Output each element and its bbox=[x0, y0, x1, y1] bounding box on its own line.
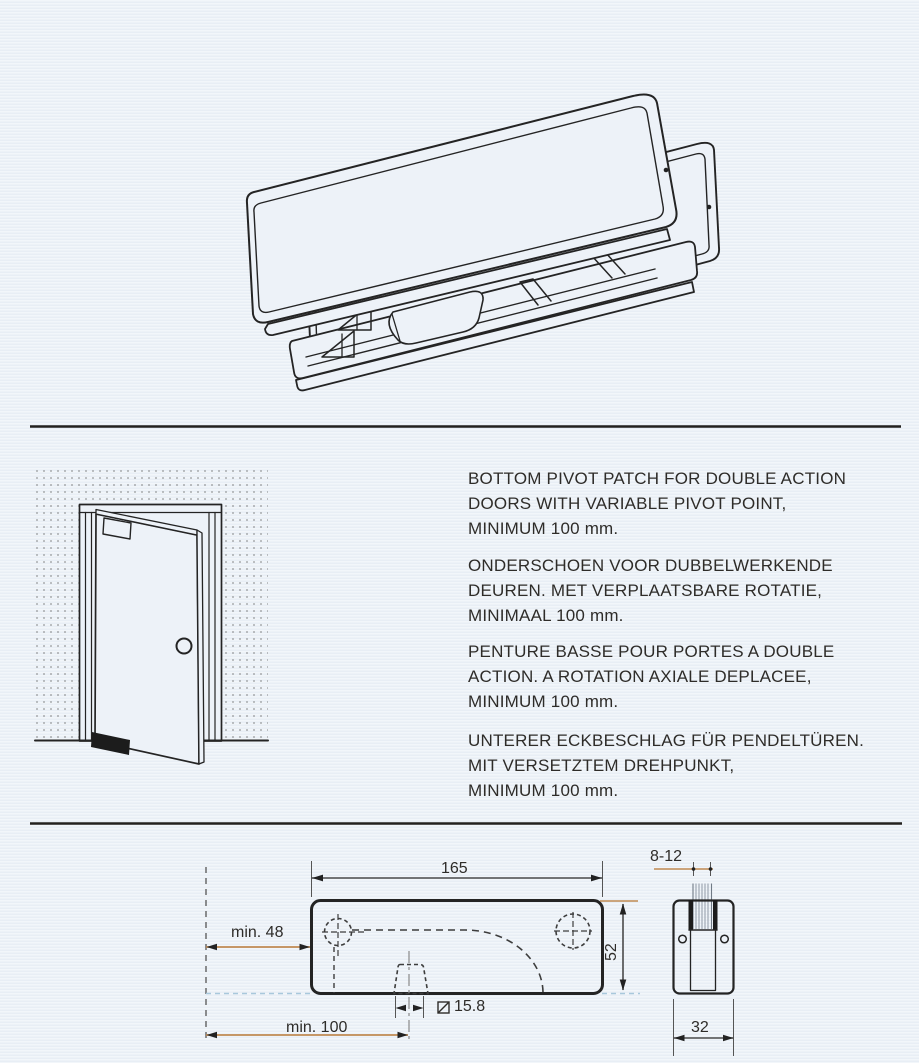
bottom-pivot-patch-highlight bbox=[91, 732, 130, 755]
description-line: DOORS WITH VARIABLE PIVOT POINT, bbox=[468, 494, 787, 513]
square-section-icon bbox=[437, 1000, 450, 1014]
description-line: UNTERER ECKBESCHLAG FÜR PENDELTÜREN. bbox=[468, 731, 865, 750]
description-line: PENTURE BASSE POUR PORTES A DOUBLE bbox=[468, 642, 835, 661]
description-line: MINIMUM 100 mm. bbox=[468, 781, 619, 800]
description-line: MIT VERSETZTEM DREHPUNKT, bbox=[468, 756, 735, 775]
dim-min-pivot-label: min. 100 bbox=[286, 1019, 348, 1036]
dim-patch-width-label: 165 bbox=[441, 860, 468, 877]
dim-min-edge-label: min. 48 bbox=[231, 924, 284, 941]
screw-hole-icon bbox=[719, 934, 730, 944]
description-line: MINIMUM 100 mm. bbox=[468, 519, 619, 538]
description-line: ACTION. A ROTATION AXIALE DEPLACEE, bbox=[468, 667, 812, 686]
door-illustration bbox=[34, 467, 269, 765]
description-french: PENTURE BASSE POUR PORTES A DOUBLE ACTIO… bbox=[468, 639, 834, 714]
description-line: BOTTOM PIVOT PATCH FOR DOUBLE ACTION bbox=[468, 469, 847, 488]
door-knob-icon bbox=[175, 637, 193, 655]
plan-view-drawing bbox=[205, 861, 640, 1043]
dim-patch-depth-label: 32 bbox=[691, 1019, 709, 1036]
description-line: DEUREN. MET VERPLAATSBARE ROTATIE, bbox=[468, 581, 823, 600]
description-german: UNTERER ECKBESCHLAG FÜR PENDELTÜREN. MIT… bbox=[468, 728, 864, 803]
description-line: ONDERSCHOEN VOOR DUBBELWERKENDE bbox=[468, 556, 833, 575]
screw-hole-icon bbox=[706, 204, 712, 210]
screw-hole-icon bbox=[663, 167, 669, 173]
description-english: BOTTOM PIVOT PATCH FOR DOUBLE ACTION DOO… bbox=[468, 466, 846, 541]
description-line: MINIMUM 100 mm. bbox=[468, 692, 619, 711]
dim-glass-thickness-label: 8-12 bbox=[650, 848, 683, 865]
dim-spindle-value: 15.8 bbox=[454, 998, 486, 1015]
description-line: MINIMAAL 100 mm. bbox=[468, 606, 624, 625]
section-view-drawing bbox=[654, 862, 735, 1056]
screw-hole-icon bbox=[677, 934, 688, 944]
description-dutch: ONDERSCHOEN VOOR DUBBELWERKENDE DEUREN. … bbox=[468, 553, 833, 628]
dim-spindle-label: 15.8 bbox=[437, 998, 485, 1016]
dim-patch-height-label: 52 bbox=[603, 943, 620, 961]
glass-pane bbox=[692, 883, 713, 929]
isometric-fitting-drawing bbox=[245, 93, 721, 392]
